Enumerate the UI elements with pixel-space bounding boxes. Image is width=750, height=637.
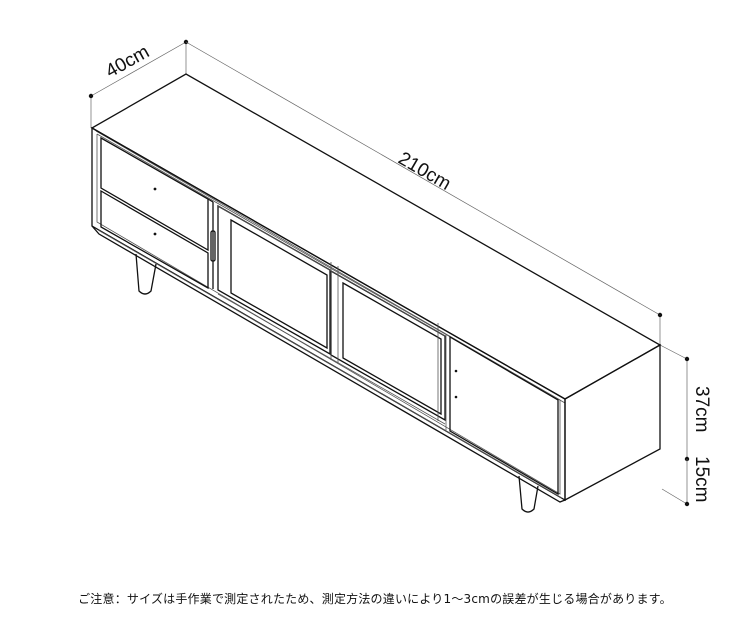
drawer-knob-icon — [153, 232, 157, 236]
drawer-knob-icon — [153, 187, 157, 191]
right-door — [445, 335, 559, 496]
leg-height-dimension: 15cm — [661, 456, 712, 507]
door-knob-icon — [454, 369, 458, 373]
height-label: 37cm — [691, 386, 712, 432]
depth-label: 40cm — [102, 41, 153, 82]
sliding-doors — [210, 204, 446, 425]
width-label: 210cm — [395, 148, 455, 195]
drawer-section — [100, 136, 214, 290]
measurement-note: ご注意：サイズは手作業で測定されたため、測定方法の違いにより1～3cmの誤差が生… — [78, 592, 672, 606]
door-knob-icon — [454, 395, 458, 399]
door-handle-icon — [210, 230, 216, 262]
height-dimension: 37cm — [659, 344, 712, 462]
depth-dimension: 40cm — [88, 39, 189, 128]
width-dimension: 210cm — [185, 41, 663, 345]
cabinet-legs — [135, 253, 539, 513]
cabinet-body — [90, 73, 662, 503]
leg-height-label: 15cm — [691, 456, 712, 502]
